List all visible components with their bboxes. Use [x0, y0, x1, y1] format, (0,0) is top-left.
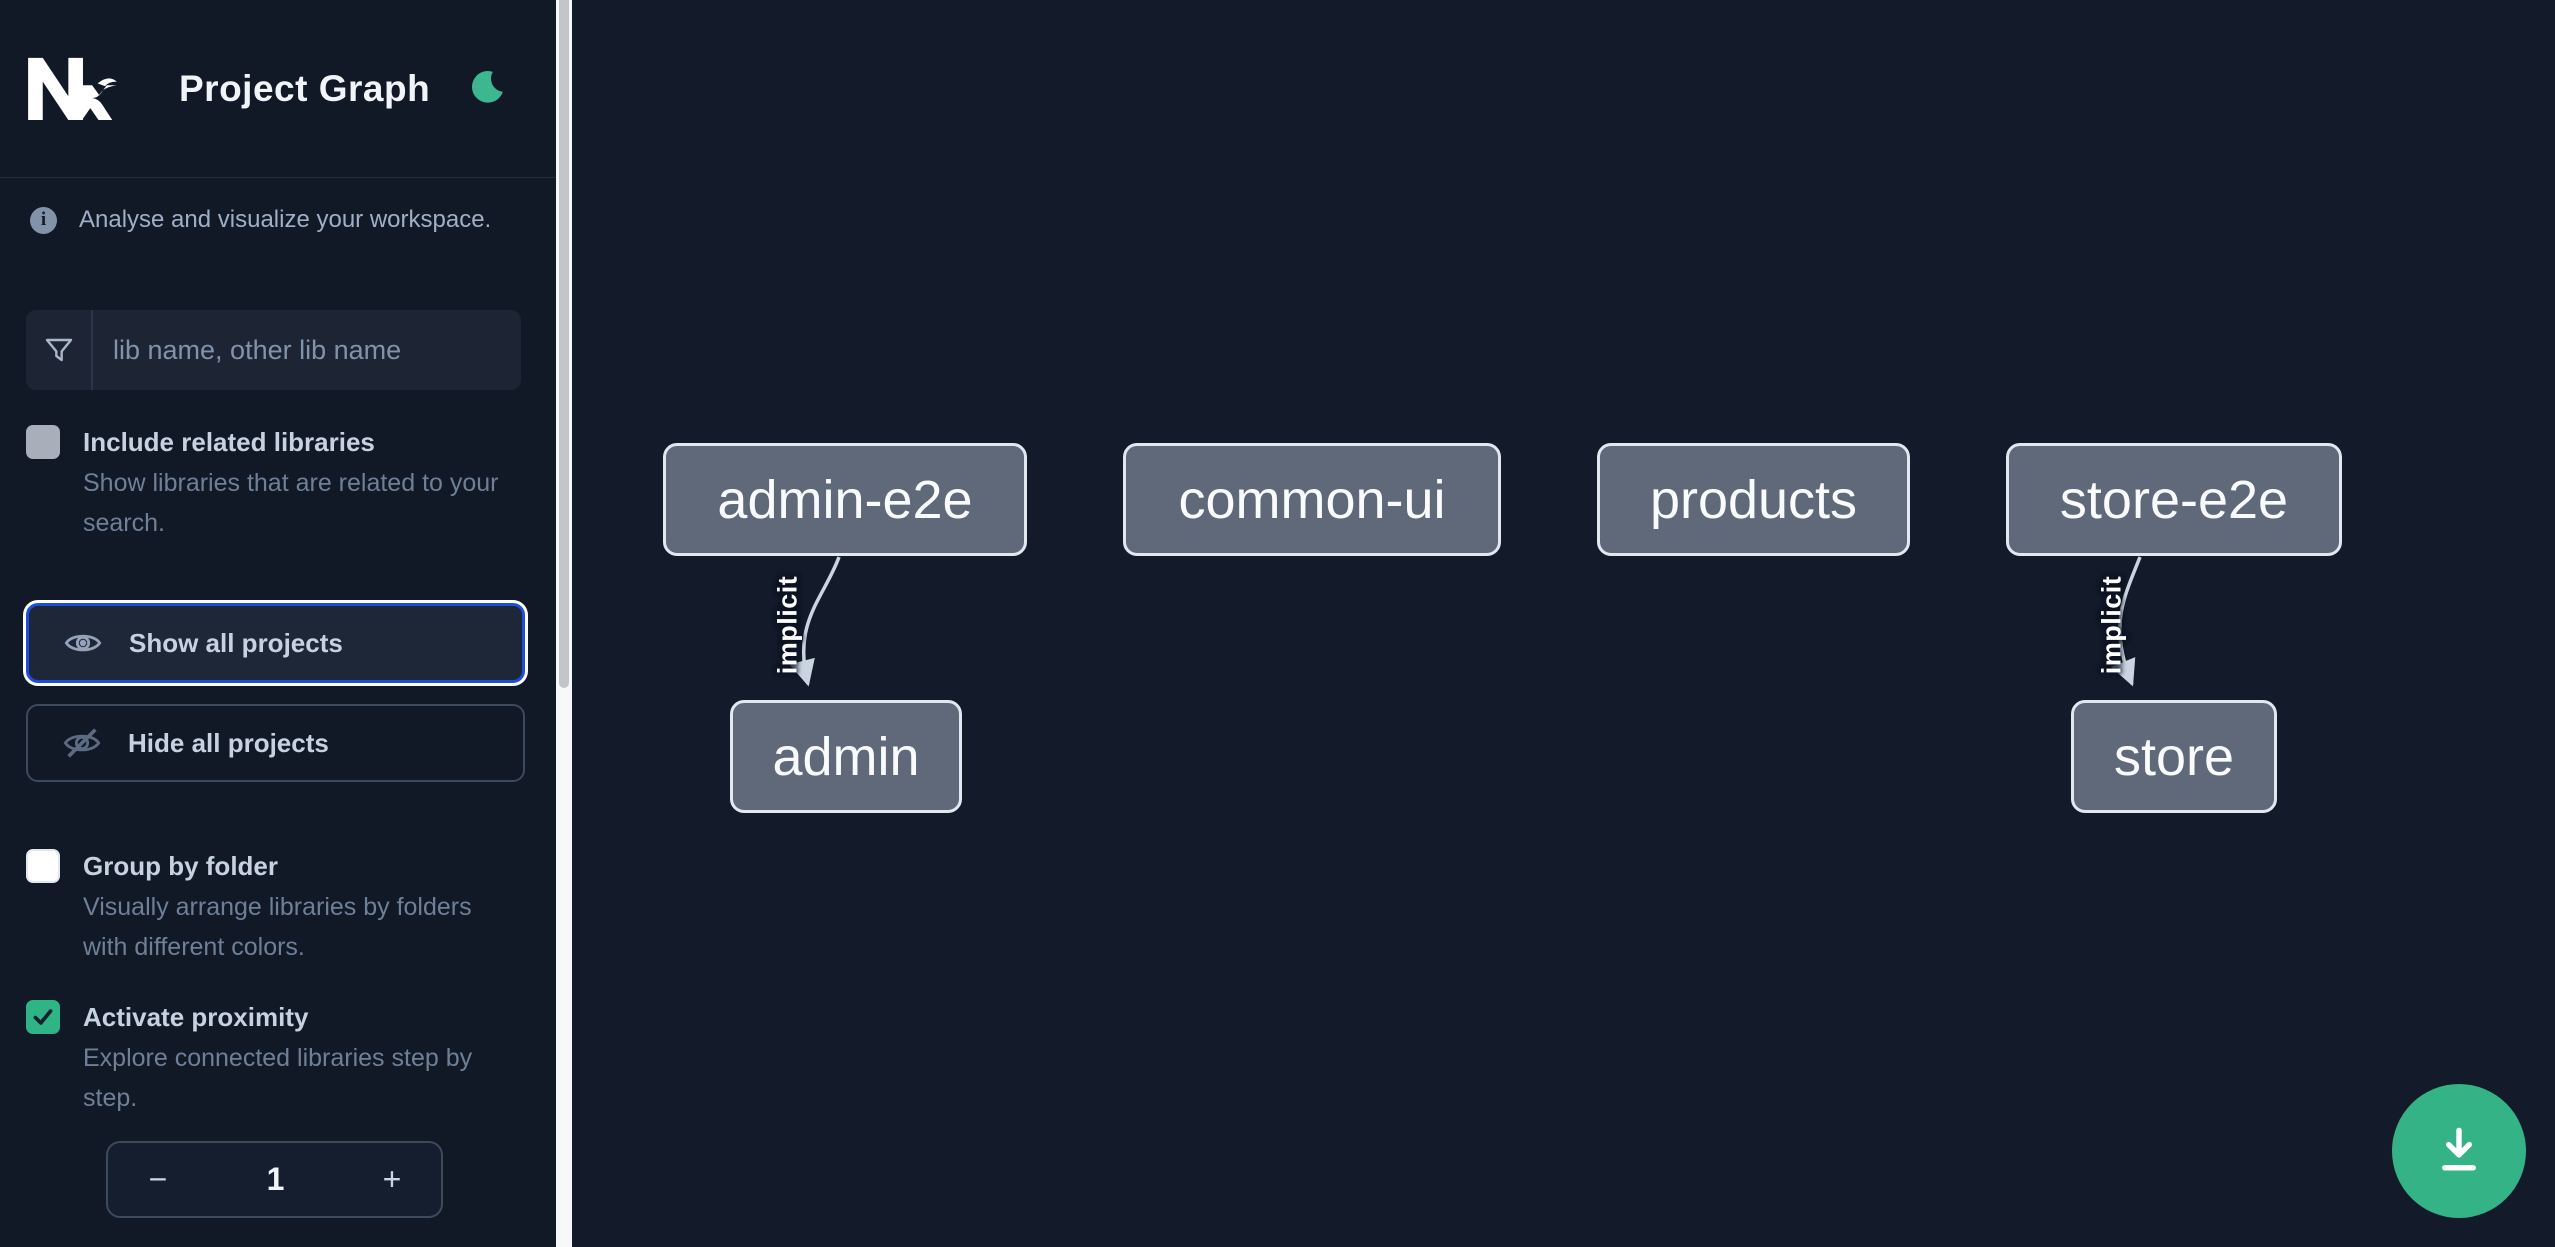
toggle-label: Activate proximity — [83, 1002, 309, 1032]
decrement-button[interactable]: − — [108, 1143, 208, 1216]
show-all-projects-label: Show all projects — [129, 627, 343, 658]
node-store-e2e[interactable]: store-e2e — [2006, 443, 2342, 556]
proximity-depth-stepper: − 1 + — [106, 1141, 443, 1218]
stepper-value: 1 — [266, 1161, 285, 1197]
filter-icon — [26, 310, 93, 390]
node-admin[interactable]: admin — [730, 700, 962, 813]
toggle-description: Explore connected libraries step by step… — [83, 1044, 473, 1112]
scrollbar-thumb[interactable] — [559, 0, 569, 688]
node-common-ui[interactable]: common-ui — [1123, 443, 1501, 556]
toggle-group-by-folder[interactable]: Group by folder Visually arrange librari… — [26, 847, 531, 967]
checkmark-icon — [33, 1009, 53, 1025]
hide-all-projects-button[interactable]: Hide all projects — [26, 704, 525, 782]
toggle-include-related-libraries[interactable]: Include related libraries Show libraries… — [26, 423, 531, 543]
info-text: Analyse and visualize your workspace. — [79, 206, 492, 233]
eye-icon — [64, 634, 102, 652]
show-all-projects-button[interactable]: Show all projects — [26, 603, 525, 683]
include-related-checkbox[interactable] — [26, 425, 60, 459]
toggle-label: Group by folder — [83, 851, 278, 881]
node-products[interactable]: products — [1597, 443, 1910, 556]
edge-admin-e2e-admin[interactable] — [789, 556, 841, 687]
sidebar-header: Project Graph — [0, 0, 556, 178]
sidebar: Project Graph i Analyse and visualize yo… — [0, 0, 556, 1247]
edges-layer — [789, 556, 2142, 687]
hide-all-projects-label: Hide all projects — [128, 727, 329, 758]
toggle-description: Visually arrange libraries by folders wi… — [83, 893, 472, 961]
toggle-activate-proximity[interactable]: Activate proximity Explore connected lib… — [26, 998, 531, 1118]
search-box — [26, 310, 521, 390]
page-title: Project Graph — [179, 68, 431, 109]
node-admin-e2e[interactable]: admin-e2e — [663, 443, 1027, 556]
theme-toggle-button[interactable] — [464, 64, 510, 110]
node-store[interactable]: store — [2071, 700, 2277, 813]
activate-proximity-checkbox[interactable] — [26, 1000, 60, 1034]
search-input[interactable] — [93, 310, 521, 390]
nx-logo — [28, 57, 117, 120]
edge-store-e2e-store[interactable] — [2110, 556, 2142, 687]
moon-icon — [471, 70, 503, 103]
download-button[interactable] — [2392, 1084, 2526, 1218]
increment-button[interactable]: + — [343, 1143, 441, 1216]
group-by-folder-checkbox[interactable] — [26, 849, 60, 883]
eye-off-icon — [63, 728, 101, 758]
toggle-description: Show libraries that are related to your … — [83, 469, 499, 537]
download-icon — [2442, 1127, 2476, 1171]
toggle-label: Include related libraries — [83, 427, 375, 457]
info-icon: i — [30, 206, 57, 234]
sidebar-scrollbar[interactable] — [556, 0, 572, 1247]
graph-canvas[interactable]: implicit implicit admin-e2e common-ui pr… — [572, 0, 2555, 1247]
edge-label-implicit: implicit — [772, 575, 803, 675]
info-row: i Analyse and visualize your workspace. — [30, 196, 530, 244]
edge-label-implicit: implicit — [2096, 575, 2127, 675]
